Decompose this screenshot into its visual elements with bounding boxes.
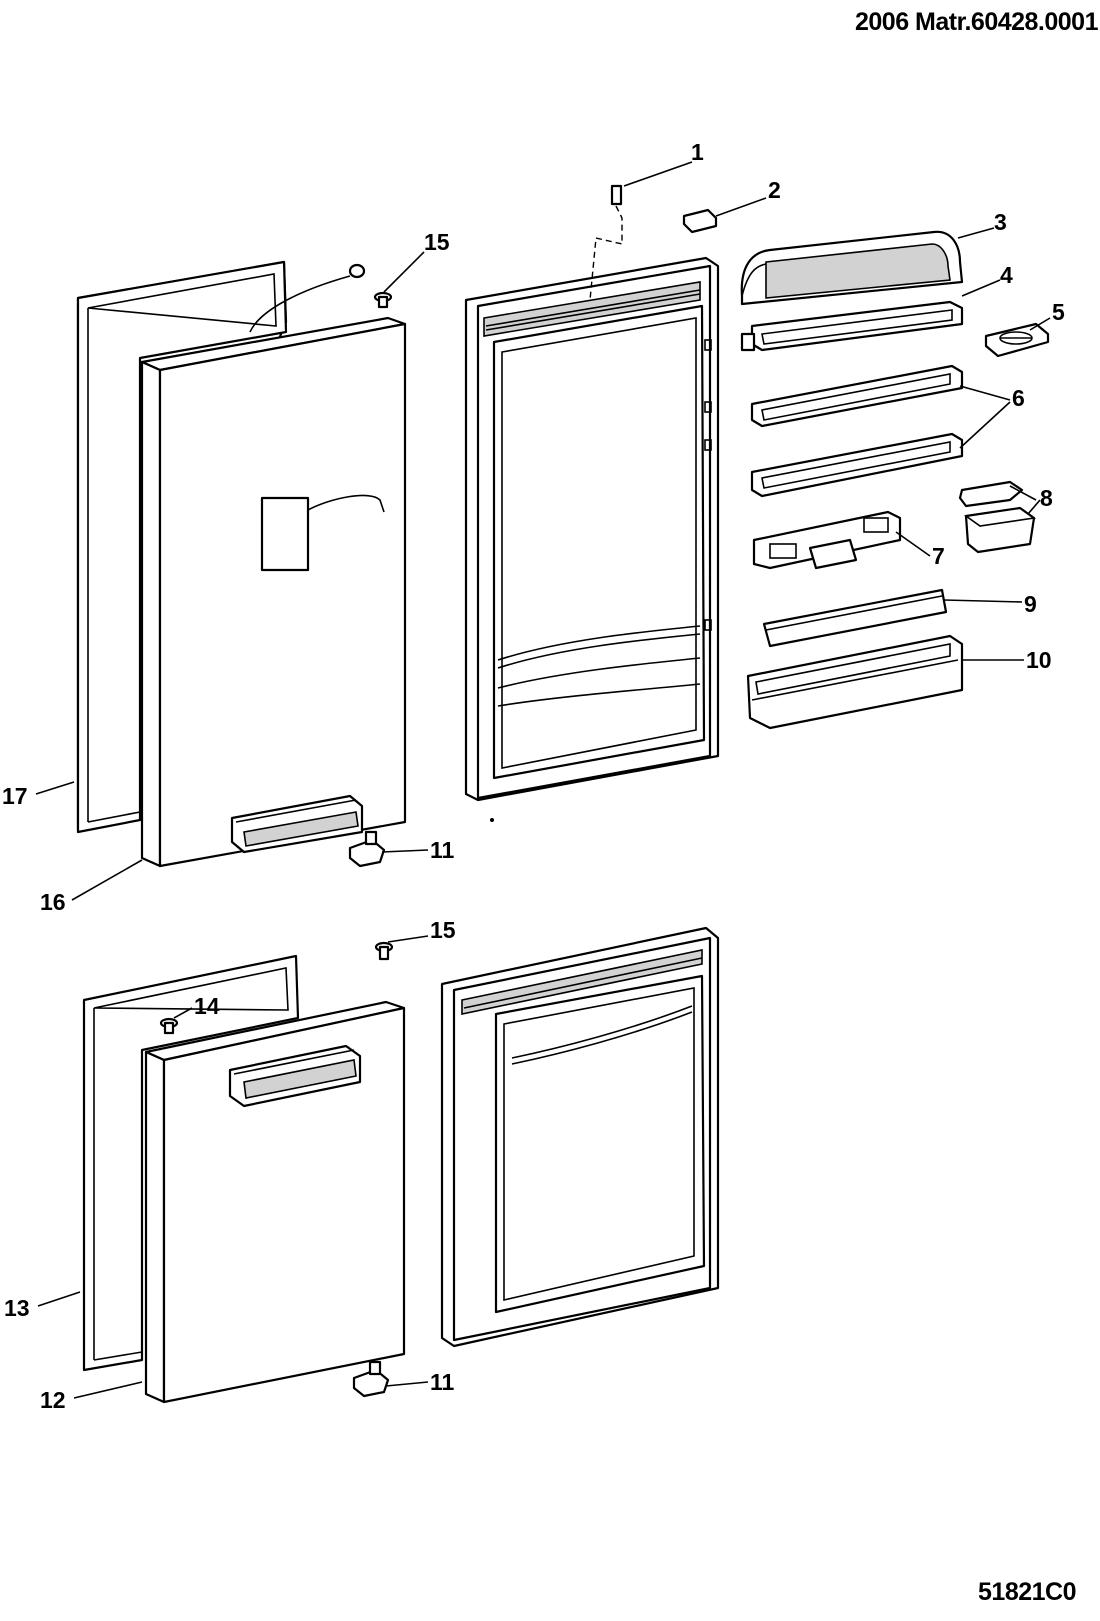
upper-door-outer-panel <box>140 316 407 868</box>
callout-3: 3 <box>994 209 1007 235</box>
part-8-small-box <box>958 480 1037 554</box>
part-2-clip <box>682 208 718 234</box>
part-4-compartment-tray <box>740 300 964 352</box>
callout-10: 10 <box>1026 647 1052 673</box>
callout-14: 14 <box>194 993 220 1019</box>
lower-door-outer-panel <box>144 1000 406 1404</box>
callout-15-top: 15 <box>424 229 450 255</box>
part-6-shelf-upper <box>750 364 964 428</box>
callout-13: 13 <box>4 1295 30 1321</box>
leader-lines <box>35 161 1051 1399</box>
upper-hinge-bush <box>373 291 393 309</box>
callout-8: 8 <box>1040 485 1053 511</box>
callout-4: 4 <box>1000 262 1013 288</box>
part-5-egg-holder <box>984 322 1050 358</box>
drawing-reference-header: 2006 Matr.60428.0001 <box>855 8 1099 36</box>
callout-7: 7 <box>932 543 945 569</box>
lower-door-inner-liner <box>440 926 720 1348</box>
upper-door-inner-liner <box>464 256 720 822</box>
part-7-bottle-retainer <box>752 510 902 570</box>
callout-12: 12 <box>40 1387 66 1413</box>
part-10-bottle-shelf <box>746 634 964 730</box>
callout-6: 6 <box>1012 385 1025 411</box>
part-9-retaining-bar <box>762 588 948 648</box>
callout-11-top: 11 <box>430 837 455 863</box>
callout-2: 2 <box>768 177 781 203</box>
callout-1: 1 <box>691 139 704 165</box>
drawing-code-footer: 51821C0 <box>978 1578 1076 1606</box>
lower-door-bush <box>159 1017 179 1035</box>
callout-15-bottom: 15 <box>430 917 456 943</box>
upper-cable-clip <box>249 263 366 333</box>
callout-17: 17 <box>2 783 28 809</box>
callout-16: 16 <box>40 889 66 915</box>
callout-9: 9 <box>1024 591 1037 617</box>
part-6-shelf-lower <box>750 432 964 498</box>
callout-5: 5 <box>1052 299 1065 325</box>
lower-hinge <box>352 1360 390 1398</box>
part-1-probe <box>589 184 623 301</box>
callout-11-bottom: 11 <box>430 1369 455 1395</box>
upper-hinge <box>348 830 386 868</box>
lower-hinge-bush <box>374 941 394 961</box>
part-3-compartment-lid <box>740 230 964 306</box>
